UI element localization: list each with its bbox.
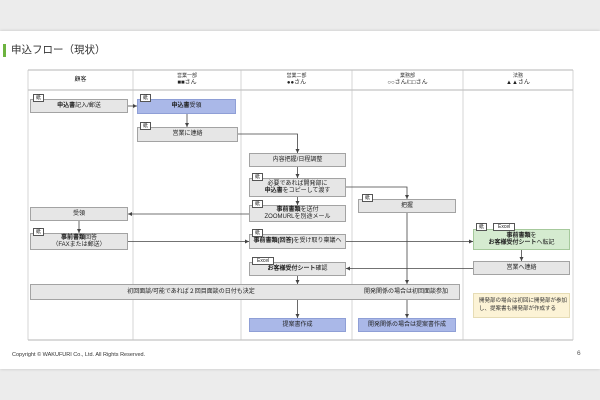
step-text-bold: 申込書 — [264, 187, 283, 194]
lane-header-operations: 業務部 ○○さん/□□さん — [352, 70, 463, 90]
step-legal-contact: 営業へ連絡 — [473, 261, 570, 275]
step-text-bold: 事前書類 — [60, 234, 85, 241]
step-text-rest: を送付 — [300, 206, 319, 213]
step-ops-grasp: 把握 — [358, 199, 456, 213]
paper-tag: 紙 — [252, 173, 264, 181]
lane-header-sales2: 営業二部 ●●さん — [241, 70, 352, 90]
step-text-line2: お客様受付シートへ転記 — [488, 240, 554, 247]
lane-header-legal: 法務 ▲▲さん — [463, 70, 573, 90]
paper-tag: 紙 — [252, 200, 264, 208]
paper-tag: 紙 — [33, 94, 45, 102]
paper-tag: 紙 — [140, 122, 152, 130]
paper-tag: 紙 — [476, 223, 488, 231]
step-customer-answer: 事前書類回答 （FAXまたは郵送） — [30, 233, 128, 250]
page-number: 6 — [577, 350, 581, 357]
arrow-contact-to-review — [238, 133, 300, 153]
step-text-bold: 申込書 — [57, 102, 76, 109]
lane-label: 顧客 — [74, 76, 87, 83]
step-text: 内容把握/日程調整 — [272, 156, 323, 163]
lane-dept: 法務 — [512, 73, 523, 79]
title-accent-bar — [3, 44, 6, 57]
step-text-bold: 事前書類 — [506, 232, 531, 239]
excel-tag: Excel — [493, 223, 516, 231]
step-sales2-copy: 必要であれば開発部に 申込書をコピーして渡す — [249, 178, 346, 197]
arrow-copy-to-ops-grasp — [346, 186, 409, 199]
lane-dept: 営業二部 — [286, 73, 307, 79]
excel-tag: Excel — [252, 257, 275, 265]
step-text-rest: を — [530, 232, 537, 239]
lane-person: ○○さん/□□さん — [387, 80, 428, 86]
step-text: 把握 — [400, 202, 413, 209]
step-text-line1: 事前書類回答 — [61, 235, 97, 242]
step-customer-receive: 受領 — [30, 207, 128, 221]
step-text-line1: 必要であれば開発部に — [267, 180, 328, 187]
step-sales1-receive: 申込書受領 — [137, 99, 236, 114]
lane-dept: 営業一部 — [176, 73, 197, 79]
step-first-meeting: 初回面談/可能であれば２回目面談の日付も決定 開発関係の場合は初回面談参加 — [30, 284, 460, 300]
paper-tag: 紙 — [140, 94, 152, 102]
step-text: 申込書記入/郵送 — [57, 103, 101, 110]
copyright-footer: Copyright © WAKUFURI Co., Ltd. All Right… — [12, 352, 146, 358]
step-legal-transfer: 事前書類を お客様受付シートへ転記 — [473, 229, 570, 250]
step-ops-proposal: 開発関係の場合は提案書作成 — [358, 318, 456, 332]
step-sales2-receive-answer: 事前書類(回答)を受け取り稟議へ — [249, 234, 346, 249]
paper-tag: 紙 — [252, 229, 264, 237]
step-text-bold: お客様受付シート — [267, 265, 316, 272]
lane-person: ▲▲さん — [506, 80, 530, 86]
step-text: 開発関係の場合は提案書作成 — [367, 321, 446, 328]
paper-tag: 紙 — [362, 194, 374, 202]
step-sales2-review: 内容把握/日程調整 — [249, 153, 346, 167]
step-text: 事前書類(回答)を受け取り稟議へ — [253, 238, 341, 245]
step-customer-fill: 申込書記入/郵送 — [30, 99, 128, 113]
step-sales2-send: 事前書類を送付 ZOOMURLを別途メール — [249, 205, 346, 222]
step-text-rest: 記入/郵送 — [75, 102, 101, 109]
slide-title: 申込フロー（現状） — [11, 44, 106, 56]
step-text: お客様受付シート確認 — [267, 266, 327, 273]
step-text-rest: をコピーして渡す — [282, 187, 331, 194]
step-text-rest: へ転記 — [536, 239, 555, 246]
step-text-rest: 回答 — [85, 234, 98, 241]
dev-note: 開発部の場合は初回に開発部が参加 し、提案書も開発部が作成する — [473, 293, 570, 318]
step-text-bold: 事前書類(回答) — [253, 238, 294, 244]
lane-header-customer: 顧客 — [28, 70, 133, 90]
lane-person: ■■さん — [177, 80, 197, 86]
step-text: 営業に連絡 — [172, 131, 203, 137]
step-text-line2: ZOOMURLを別途メール — [264, 213, 331, 220]
note-line: し、提案書も開発部が作成する — [479, 306, 557, 312]
step-text-line2: （FAXまたは郵送） — [52, 241, 106, 248]
step-text: 申込書受領 — [171, 103, 201, 110]
lane-dept: 業務部 — [399, 73, 415, 79]
step-text-bold: お客様受付シート — [488, 239, 537, 246]
step-text-rest: 受領 — [189, 103, 202, 109]
lane-header-sales1: 営業一部 ■■さん — [133, 70, 241, 90]
step-text: 営業へ連絡 — [506, 264, 537, 271]
step-sales1-contact: 営業に連絡 — [137, 127, 238, 142]
step-text-bold: 事前書類 — [276, 206, 301, 213]
lane-person: ●●さん — [286, 80, 307, 86]
step-text-rest: を受け取り稟議へ — [293, 238, 342, 244]
step-text-bold: 申込書 — [171, 103, 190, 109]
note-line: 開発部の場合は初回に開発部が参加 — [479, 298, 568, 304]
step-text-line1: 事前書類を — [506, 233, 536, 240]
step-text: 提案書作成 — [282, 321, 313, 328]
step-text-line1: 事前書類を送付 — [276, 207, 318, 214]
step-text: 受領 — [72, 210, 85, 217]
step-text-dev: 開発関係の場合は初回面談参加 — [363, 288, 448, 295]
step-sales2-proposal: 提案書作成 — [249, 318, 346, 332]
step-sales2-check: お客様受付シート確認 — [249, 262, 346, 276]
step-text-line2: 申込書をコピーして渡す — [265, 188, 331, 195]
step-text: 初回面談/可能であれば２回目面談の日付も決定 — [127, 288, 255, 295]
paper-tag: 紙 — [33, 228, 45, 236]
step-text-rest: 確認 — [315, 265, 328, 272]
